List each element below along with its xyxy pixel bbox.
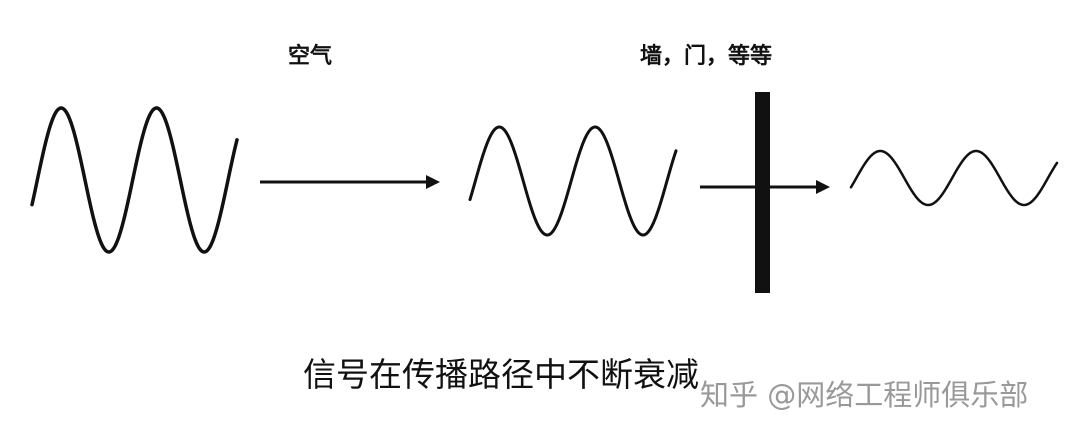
- signal-wave-strong: [30, 106, 239, 254]
- arrow-obstacle-head: [816, 180, 830, 194]
- caption: 信号在传播路径中不断衰减: [303, 355, 699, 394]
- obstacle-wall: [755, 92, 770, 293]
- signal-wave-medium: [468, 125, 678, 237]
- arrow-air-head: [426, 175, 440, 189]
- watermark: 知乎 @网络工程师俱乐部: [700, 378, 1029, 412]
- label-air: 空气: [288, 44, 333, 69]
- label-obstacle: 墙，门，等等: [640, 44, 773, 69]
- signal-wave-weak: [849, 149, 1059, 207]
